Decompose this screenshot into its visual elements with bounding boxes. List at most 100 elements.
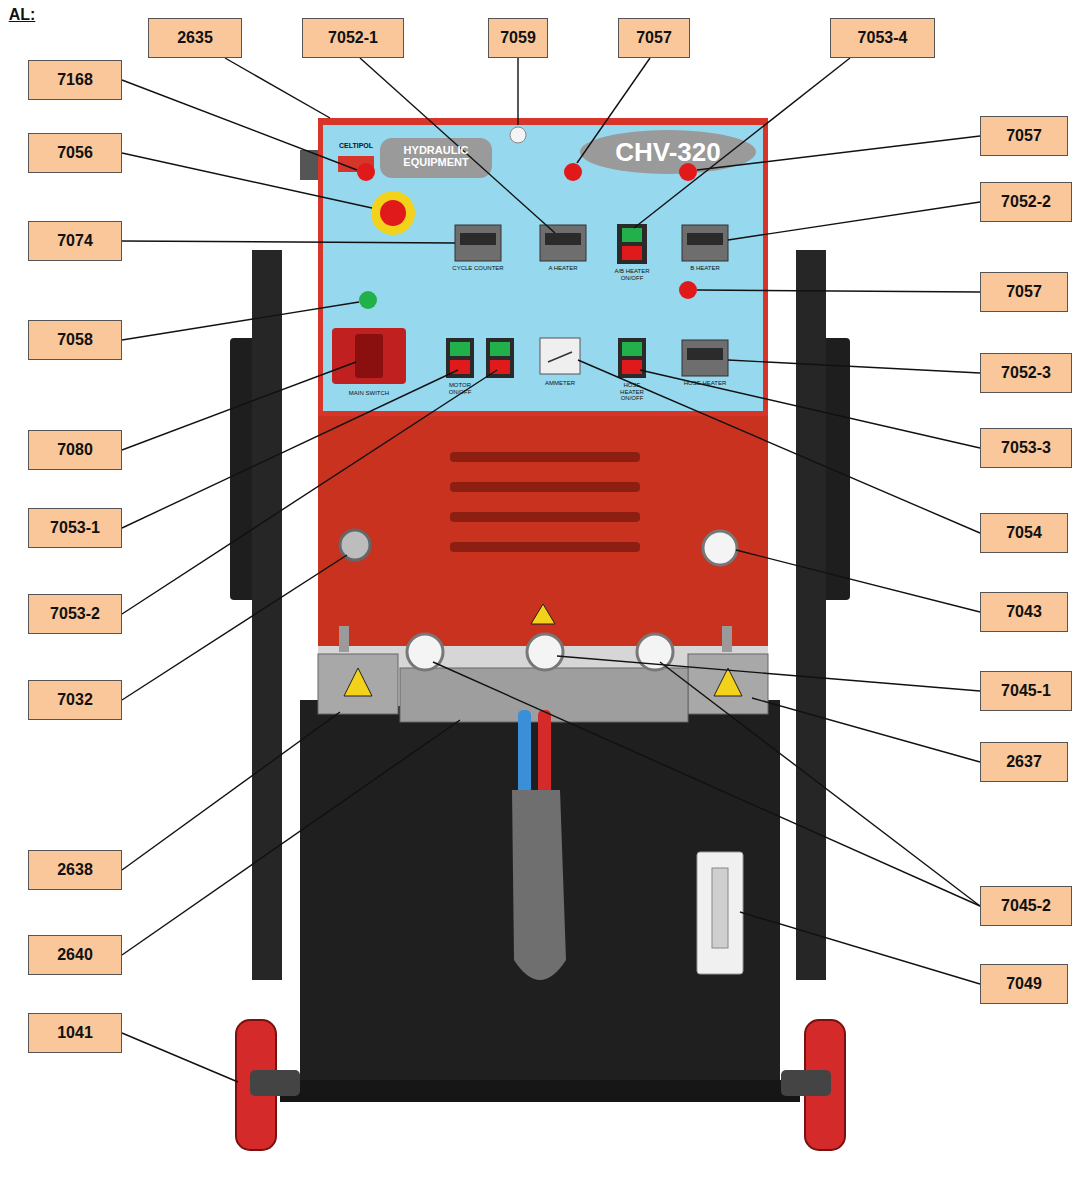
leader-line bbox=[122, 370, 497, 614]
hose-wrap bbox=[512, 790, 566, 980]
on-button bbox=[622, 342, 642, 356]
callout-number: 2638 bbox=[57, 861, 93, 879]
off-button bbox=[622, 246, 642, 260]
estop-button bbox=[380, 200, 406, 226]
panel-caption: A/B HEATER ON/OFF bbox=[604, 268, 660, 281]
heater-screen bbox=[687, 348, 723, 360]
on-button bbox=[490, 342, 510, 356]
leader-line bbox=[433, 662, 980, 906]
brand-name: CELTIPOL bbox=[331, 142, 381, 150]
callout-box: 7052-3 bbox=[980, 353, 1072, 393]
green-lamp bbox=[359, 291, 377, 309]
leader-line bbox=[660, 662, 980, 906]
callout-number: 7053-2 bbox=[50, 605, 100, 623]
on-button bbox=[450, 342, 470, 356]
warning-sign bbox=[344, 668, 372, 696]
level-gauge bbox=[697, 852, 743, 974]
callout-box: 2640 bbox=[28, 935, 122, 975]
callout-box: 7053-1 bbox=[28, 508, 122, 548]
leader-line bbox=[122, 153, 372, 208]
logo-plate bbox=[380, 138, 492, 178]
callout-box: 7059 bbox=[488, 18, 548, 58]
switch-pair bbox=[486, 338, 514, 378]
callout-number: 7045-1 bbox=[1001, 682, 1051, 700]
callout-number: 7053-4 bbox=[858, 29, 908, 47]
main-switch bbox=[332, 328, 406, 384]
gauge bbox=[703, 531, 737, 565]
switch-pair bbox=[446, 338, 474, 378]
leader-lines bbox=[122, 58, 980, 1082]
callout-box: 7054 bbox=[980, 513, 1068, 553]
estop-ring bbox=[371, 191, 415, 235]
leader-line bbox=[122, 1033, 238, 1082]
left-post bbox=[252, 250, 282, 980]
red-lamp bbox=[679, 281, 697, 299]
brand-subtitle: HYDRAULIC EQUIPMENT bbox=[386, 144, 486, 168]
callout-box: 7052-1 bbox=[302, 18, 404, 58]
leader-line bbox=[517, 58, 518, 125]
panel-caption: HOSE HEATER ON/OFF bbox=[612, 382, 652, 402]
callout-number: 7057 bbox=[1006, 283, 1042, 301]
ammeter bbox=[540, 338, 580, 374]
louver bbox=[450, 452, 640, 462]
louver bbox=[450, 512, 640, 522]
counter-screen bbox=[460, 233, 496, 245]
callout-box: 7058 bbox=[28, 320, 122, 360]
leader-line bbox=[122, 80, 357, 170]
on-button bbox=[622, 228, 642, 242]
callout-number: 7052-1 bbox=[328, 29, 378, 47]
panel-caption: MOTOR ON/OFF bbox=[440, 382, 480, 395]
bolt bbox=[722, 626, 732, 652]
leader-line bbox=[728, 360, 980, 373]
callout-box: 7032 bbox=[28, 680, 122, 720]
heater-screen bbox=[545, 233, 581, 245]
callout-box: 7168 bbox=[28, 60, 122, 100]
callout-box: 7080 bbox=[28, 430, 122, 470]
off-button bbox=[622, 360, 642, 374]
red-hose bbox=[538, 710, 551, 800]
callout-box: 7057 bbox=[980, 272, 1068, 312]
leader-line bbox=[740, 912, 980, 984]
leader-line bbox=[697, 136, 980, 170]
callout-number: 7043 bbox=[1006, 603, 1042, 621]
callout-number: 2635 bbox=[177, 29, 213, 47]
callout-number: 7056 bbox=[57, 144, 93, 162]
switch-pair bbox=[618, 338, 646, 378]
model-name: CHV-320 bbox=[588, 138, 748, 167]
panel-caption: HOSE HEATER bbox=[675, 380, 735, 387]
callout-box: 2638 bbox=[28, 850, 122, 890]
heater-display bbox=[540, 225, 586, 261]
callout-number: 7053-1 bbox=[50, 519, 100, 537]
white-lamp bbox=[510, 127, 526, 143]
callout-box: 7049 bbox=[980, 964, 1068, 1004]
callout-box: 7052-2 bbox=[980, 182, 1072, 222]
leader-line bbox=[122, 241, 455, 243]
callout-number: 7052-2 bbox=[1001, 193, 1051, 211]
leader-line bbox=[225, 58, 330, 118]
red-lamp bbox=[564, 163, 582, 181]
callout-box: 1041 bbox=[28, 1013, 122, 1053]
callout-number: 7045-2 bbox=[1001, 897, 1051, 915]
junction-box bbox=[318, 654, 398, 714]
axle bbox=[781, 1070, 831, 1096]
panel-caption: A HEATER bbox=[533, 265, 593, 272]
base-foot bbox=[280, 1080, 800, 1102]
leader-line bbox=[122, 362, 356, 450]
warning-sign bbox=[714, 668, 742, 696]
leader-line bbox=[557, 656, 980, 691]
callout-box: 7056 bbox=[28, 133, 122, 173]
level-window bbox=[712, 868, 728, 948]
panel-caption: B HEATER bbox=[675, 265, 735, 272]
callout-number: 7080 bbox=[57, 441, 93, 459]
leader-line bbox=[736, 550, 980, 612]
housing bbox=[318, 416, 768, 646]
blue-hose bbox=[518, 710, 531, 800]
heading-fragment: AL: bbox=[2, 6, 42, 24]
bolt bbox=[339, 626, 349, 652]
callout-number: 7057 bbox=[1006, 127, 1042, 145]
heater-display bbox=[682, 225, 728, 261]
callout-number: 1041 bbox=[57, 1024, 93, 1042]
leader-line bbox=[697, 290, 980, 292]
callout-box: 7057 bbox=[980, 116, 1068, 156]
